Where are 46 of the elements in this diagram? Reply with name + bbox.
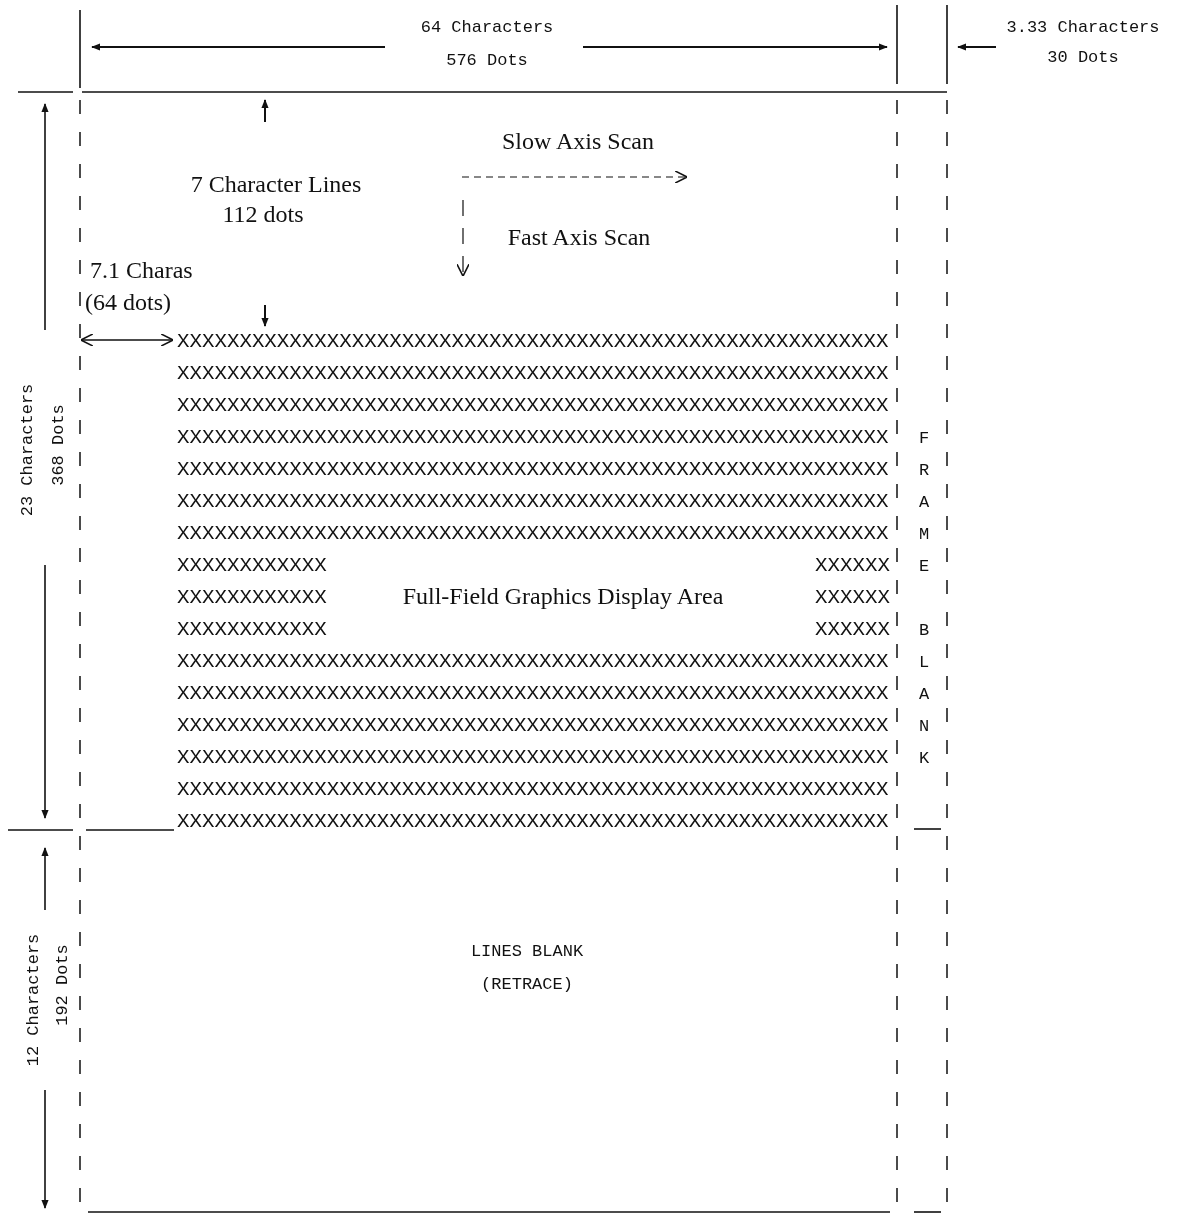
- dimension-label: 576 Dots: [446, 51, 528, 69]
- area-label: (RETRACE): [481, 975, 573, 993]
- character-row: XXXXXXXXXXXXXXXXXXXXXXXXXXXXXXXXXXXXXXXXXXXXXXXXXXXXXXXXX: [177, 363, 889, 385]
- frame-blank-letter: M: [918, 525, 930, 543]
- character-row: XXXXXXXXXXXX: [177, 555, 327, 577]
- dimension-label: 368 Dots: [49, 404, 67, 486]
- frame-blank-letter: B: [918, 621, 930, 639]
- character-row: XXXXXX: [815, 619, 890, 641]
- dimension-label: 12 Characters: [24, 933, 42, 1067]
- character-row: XXXXXX: [815, 587, 890, 609]
- dimension-label: 112 dots: [222, 202, 304, 226]
- frame-blank-letter: N: [918, 717, 930, 735]
- character-row: XXXXXXXXXXXXXXXXXXXXXXXXXXXXXXXXXXXXXXXXXXXXXXXXXXXXXXXXX: [177, 459, 889, 481]
- frame-blank-letter: R: [918, 461, 930, 479]
- frame-blank-letter: E: [918, 557, 930, 575]
- character-row: XXXXXXXXXXXXXXXXXXXXXXXXXXXXXXXXXXXXXXXXXXXXXXXXXXXXXXXXX: [177, 331, 889, 353]
- character-row: XXXXXXXXXXXXXXXXXXXXXXXXXXXXXXXXXXXXXXXXXXXXXXXXXXXXXXXXX: [177, 811, 889, 833]
- area-label: LINES BLANK: [470, 942, 584, 960]
- dimension-label: 23 Characters: [18, 383, 36, 517]
- character-row: XXXXXXXXXXXXXXXXXXXXXXXXXXXXXXXXXXXXXXXXXXXXXXXXXXXXXXXXX: [177, 491, 889, 513]
- dimension-label: 192 Dots: [53, 944, 71, 1026]
- dimension-label: 7.1 Charas: [90, 258, 193, 282]
- frame-blank-letter: K: [918, 749, 930, 767]
- character-row: XXXXXXXXXXXXXXXXXXXXXXXXXXXXXXXXXXXXXXXXXXXXXXXXXXXXXXXXX: [177, 747, 889, 769]
- character-row: XXXXXXXXXXXXXXXXXXXXXXXXXXXXXXXXXXXXXXXXXXXXXXXXXXXXXXXXX: [177, 395, 889, 417]
- character-row: XXXXXXXXXXXXXXXXXXXXXXXXXXXXXXXXXXXXXXXXXXXXXXXXXXXXXXXXX: [177, 427, 889, 449]
- character-row: XXXXXXXXXXXXXXXXXXXXXXXXXXXXXXXXXXXXXXXXXXXXXXXXXXXXXXXXX: [177, 683, 889, 705]
- scan-direction-label: Slow Axis Scan: [502, 129, 654, 153]
- character-row: XXXXXXXXXXXXXXXXXXXXXXXXXXXXXXXXXXXXXXXXXXXXXXXXXXXXXXXXX: [177, 779, 889, 801]
- frame-blank-letter: F: [918, 429, 930, 447]
- dimension-label: 3.33 Characters: [1006, 18, 1160, 36]
- scan-direction-label: Fast Axis Scan: [507, 225, 651, 249]
- character-row: XXXXXXXXXXXX: [177, 619, 327, 641]
- frame-blank-letter: A: [918, 685, 930, 703]
- area-label: Full-Field Graphics Display Area: [402, 584, 724, 608]
- frame-blank-letter: A: [918, 493, 930, 511]
- character-row: XXXXXXXXXXXXXXXXXXXXXXXXXXXXXXXXXXXXXXXXXXXXXXXXXXXXXXXXX: [177, 715, 889, 737]
- character-row: XXXXXXXXXXXXXXXXXXXXXXXXXXXXXXXXXXXXXXXXXXXXXXXXXXXXXXXXX: [177, 523, 889, 545]
- character-row: XXXXXXXXXXXX: [177, 587, 327, 609]
- frame-blank-letter: L: [918, 653, 930, 671]
- character-row: XXXXXX: [815, 555, 890, 577]
- dimension-label: 64 Characters: [420, 18, 554, 36]
- character-row: XXXXXXXXXXXXXXXXXXXXXXXXXXXXXXXXXXXXXXXXXXXXXXXXXXXXXXXXX: [177, 651, 889, 673]
- dimension-label: 7 Character Lines: [190, 172, 362, 196]
- dimension-label: 30 Dots: [1047, 48, 1119, 66]
- dimension-label: (64 dots): [85, 290, 171, 314]
